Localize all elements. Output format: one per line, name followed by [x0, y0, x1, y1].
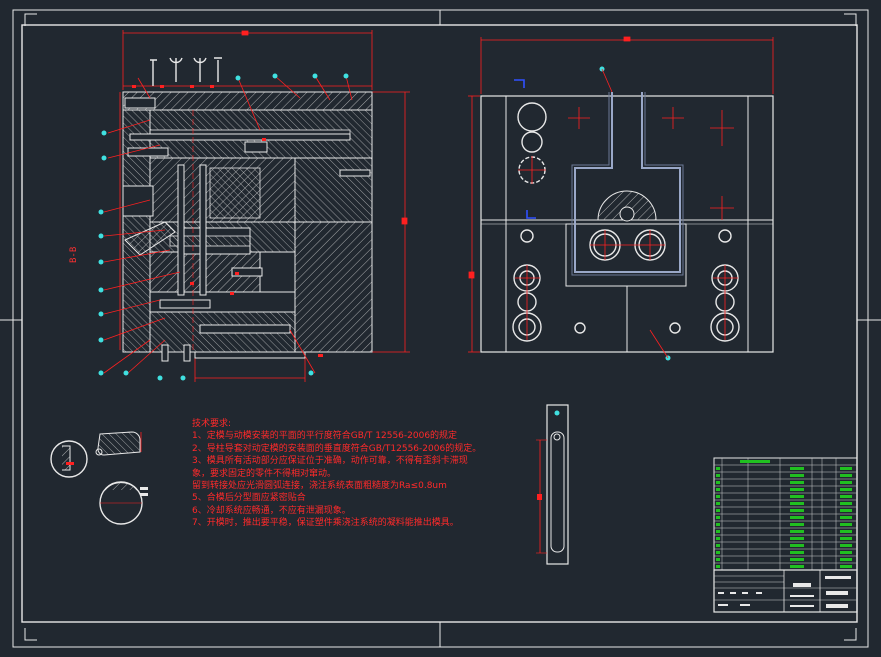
note-item: 1、定模与动模安装的平面的平行度符合GB/T 12556-2006的规定 [192, 431, 458, 442]
note-item: 留到转接处应光滑圆弧连接，浇注系统表面粗糙度为Ra≤0.8um [192, 481, 447, 492]
plan-view[interactable] [468, 36, 774, 361]
red-markers [132, 85, 323, 357]
drawing-frame [0, 9, 881, 648]
note-item: 3、模具所有活动部分应保证位于准确，动作可靠，不得有歪斜卡滞现 [192, 456, 468, 467]
section-dimensions [119, 30, 410, 382]
section-markers [514, 79, 536, 219]
section-view-b-b[interactable] [98, 30, 411, 382]
plan-dimensions [468, 36, 774, 353]
note-item: 5、合模后分型面应紧密贴合 [192, 493, 306, 504]
part-leaders [103, 75, 353, 374]
parts-table[interactable] [713, 457, 858, 571]
guide-holes [512, 102, 740, 342]
title-block[interactable] [713, 569, 858, 613]
note-item: 2、导柱导套对动定模的安装面的垂直度符合GB/T12556-2006的规定。 [192, 443, 482, 454]
section-label: B-B [69, 246, 79, 263]
table-cell-text [716, 460, 852, 568]
table-row-lines [714, 458, 857, 570]
title-block-text [718, 576, 851, 608]
slot-detail[interactable] [536, 404, 569, 565]
note-item: 7、开模时，推出要平稳，保证塑件乘浇注系统的凝料能推出模具。 [192, 518, 459, 529]
ejector-pins [124, 97, 371, 362]
note-item: 6、冷却系统应畅通，不应有泄漏现象。 [192, 505, 351, 516]
top-screws [150, 57, 222, 86]
centerlines [515, 107, 738, 340]
technical-requirements: 技术要求: 1、定模与动模安装的平面的平行度符合GB/T 12556-2006的… [192, 418, 532, 530]
cooling-channel [571, 92, 684, 276]
notes-title: 技术要求: [192, 419, 232, 429]
detail-views[interactable] [50, 431, 148, 525]
support-block-right [294, 221, 373, 353]
note-item: 象，要求固定的零件不得相对窜动。 [192, 468, 337, 479]
part-balloons [98, 73, 349, 381]
